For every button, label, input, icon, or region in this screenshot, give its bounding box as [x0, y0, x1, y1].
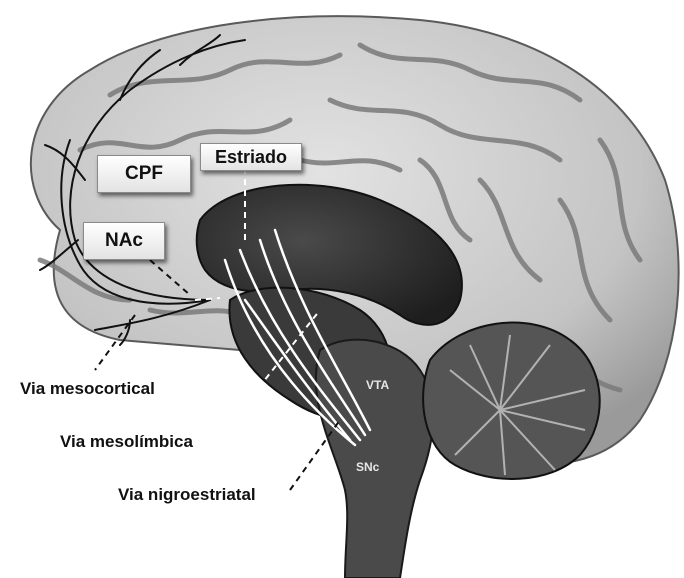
cerebellum: [423, 323, 600, 479]
label-via-nigroestriatal: Via nigroestriatal: [118, 485, 256, 505]
label-via-mesolimbica: Via mesolímbica: [60, 432, 193, 452]
label-via-mesocortical: Via mesocortical: [20, 379, 155, 399]
nac-text: NAc: [105, 230, 143, 252]
cpf-text: CPF: [125, 163, 163, 185]
label-estriado: Estriado: [200, 143, 302, 171]
estriado-text: Estriado: [215, 147, 287, 168]
label-nac: NAc: [83, 222, 165, 260]
brainstem: [316, 340, 433, 578]
label-cpf: CPF: [97, 155, 191, 193]
label-snc: SNc: [356, 460, 379, 474]
label-vta: VTA: [366, 378, 389, 392]
